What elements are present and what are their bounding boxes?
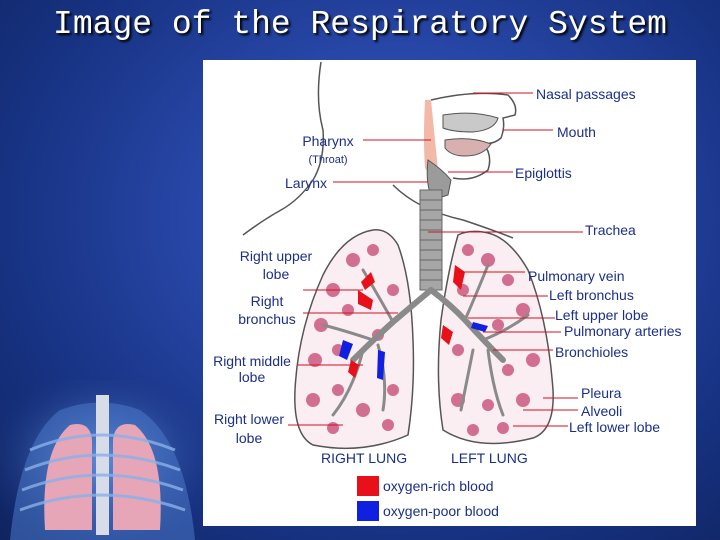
- label-left-bronchus: Left bronchus: [549, 287, 634, 303]
- label-left-lung: LEFT LUNG: [451, 450, 528, 466]
- label-alveoli: Alveoli: [581, 403, 622, 419]
- label-left-lower-lobe: Left lower lobe: [569, 419, 660, 435]
- label-pharynx: Pharynx: [278, 133, 378, 149]
- label-right-lung: RIGHT LUNG: [321, 450, 407, 466]
- legend-label-oxygen-poor: oxygen-poor blood: [383, 503, 499, 519]
- label-right-bronchus-2: bronchus: [233, 311, 301, 327]
- label-pulmonary-arteries: Pulmonary arteries: [564, 323, 682, 339]
- label-right-upper-lobe-1: Right upper: [233, 248, 319, 264]
- label-pulmonary-vein: Pulmonary vein: [528, 268, 625, 284]
- background-lungs-image: [0, 380, 205, 540]
- label-epiglottis: Epiglottis: [515, 165, 572, 181]
- legend-label-oxygen-rich: oxygen-rich blood: [383, 478, 494, 494]
- label-right-bronchus-1: Right: [233, 293, 301, 309]
- label-right-middle-lobe-2: lobe: [206, 369, 298, 385]
- label-right-lower-lobe-2: lobe: [209, 430, 289, 446]
- legend-swatch-oxygen-rich: [357, 476, 379, 496]
- legend-swatch-oxygen-poor: [357, 501, 379, 521]
- label-left-upper-lobe: Left upper lobe: [555, 307, 648, 323]
- label-trachea: Trachea: [585, 222, 636, 238]
- label-pleura: Pleura: [581, 385, 621, 401]
- label-larynx: Larynx: [285, 175, 327, 191]
- label-nasal-passages: Nasal passages: [536, 86, 636, 102]
- slide-title: Image of the Respiratory System: [0, 6, 720, 43]
- label-bronchioles: Bronchioles: [555, 344, 628, 360]
- label-right-middle-lobe-1: Right middle: [206, 353, 298, 369]
- diagram-panel: Nasal passages Mouth Pharynx (Throat) Ep…: [203, 60, 696, 526]
- label-throat: (Throat): [278, 152, 378, 168]
- label-right-lower-lobe-1: Right lower: [209, 411, 289, 427]
- label-mouth: Mouth: [557, 124, 596, 140]
- label-right-upper-lobe-2: lobe: [233, 266, 319, 282]
